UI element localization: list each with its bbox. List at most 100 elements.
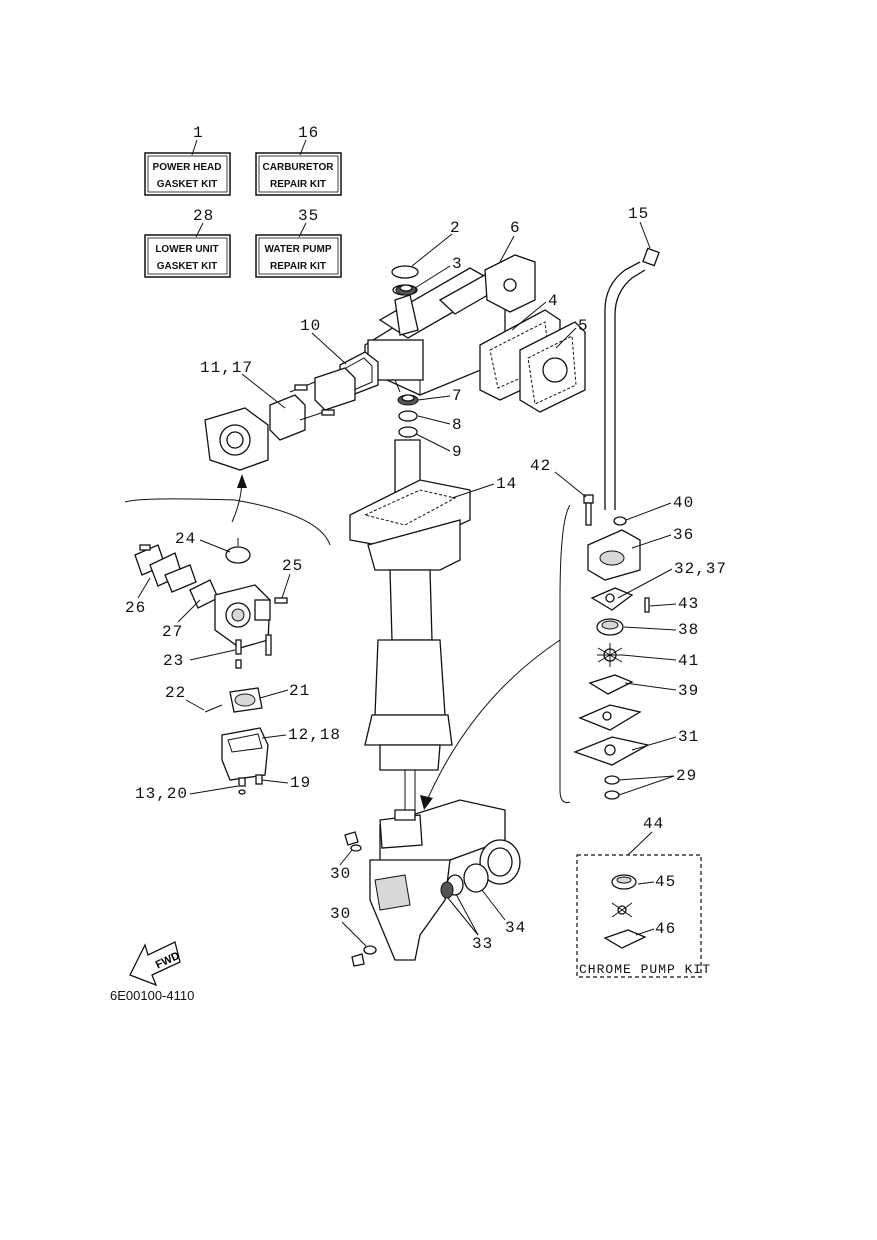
jets-23	[235, 634, 272, 669]
screw-25	[274, 597, 288, 604]
svg-text:11,17: 11,17	[200, 359, 253, 377]
svg-text:35: 35	[298, 207, 319, 225]
propeller-housing-34	[479, 839, 521, 885]
bolt-42	[583, 494, 594, 526]
seals-29	[604, 775, 620, 800]
svg-text:15: 15	[628, 205, 649, 223]
cover-5	[519, 321, 586, 413]
svg-text:36: 36	[673, 526, 694, 544]
svg-text:POWER HEAD: POWER HEAD	[153, 162, 222, 173]
svg-text:42: 42	[530, 457, 551, 475]
svg-text:46: 46	[655, 920, 676, 938]
kit-box-power-head-gasket: 1 POWER HEAD GASKET KIT	[144, 124, 231, 196]
svg-text:2: 2	[450, 219, 461, 237]
chrome-pump-kit-box: 44 45 46 CHROME PUMP KIT	[576, 815, 711, 978]
driveshaft-housing	[349, 439, 471, 815]
carburetor-body	[214, 584, 271, 649]
svg-text:21: 21	[289, 682, 310, 700]
impeller-41	[597, 643, 623, 667]
gasket-plate	[578, 704, 642, 731]
svg-text:19: 19	[290, 774, 311, 792]
lower-unit-housing	[369, 799, 506, 961]
screw-19	[255, 774, 263, 785]
svg-text:REPAIR KIT: REPAIR KIT	[270, 261, 326, 272]
svg-text:39: 39	[678, 682, 699, 700]
kit-box-water-pump-repair: 35 WATER PUMP REPAIR KIT	[255, 207, 342, 278]
gasket-31	[573, 736, 650, 766]
fwd-arrow-icon: FWD	[129, 941, 182, 987]
svg-text:45: 45	[655, 873, 676, 891]
svg-text:7: 7	[452, 387, 463, 405]
cover-6	[484, 254, 536, 313]
gasket-27	[164, 564, 219, 609]
svg-text:26: 26	[125, 599, 146, 617]
seal-3	[395, 284, 417, 296]
float-bowl-12-18	[221, 727, 269, 781]
pump-housing-36	[587, 529, 641, 581]
pin-43	[644, 597, 650, 613]
screw-30-top	[344, 831, 362, 852]
svg-text:44: 44	[643, 815, 664, 833]
svg-text:34: 34	[505, 919, 526, 937]
svg-text:28: 28	[193, 207, 214, 225]
svg-text:5: 5	[578, 317, 589, 335]
water-tube-15	[604, 247, 660, 510]
svg-text:LOWER UNIT: LOWER UNIT	[155, 244, 218, 255]
washer-8	[398, 410, 418, 422]
svg-text:CARBURETOR: CARBURETOR	[263, 162, 335, 173]
svg-text:41: 41	[678, 652, 699, 670]
oring-2	[391, 265, 419, 279]
svg-text:12,18: 12,18	[288, 726, 341, 744]
gasket-32-37	[590, 587, 634, 611]
kit-box-carburetor-repair: 16 CARBURETOR REPAIR KIT	[255, 124, 342, 196]
plate-39	[588, 674, 634, 695]
svg-text:14: 14	[496, 475, 517, 493]
svg-text:8: 8	[452, 416, 463, 434]
seal-7	[397, 394, 419, 406]
svg-text:27: 27	[162, 623, 183, 641]
kit-box-lower-unit-gasket: 28 LOWER UNIT GASKET KIT	[144, 207, 231, 278]
document-code: 6E00100-4110	[110, 988, 195, 1003]
svg-text:40: 40	[673, 494, 694, 512]
svg-text:13,20: 13,20	[135, 785, 188, 803]
svg-text:10: 10	[300, 317, 321, 335]
oring-9	[398, 426, 418, 438]
callout-labels: 2 3 6 4 5 10 11,17 7 8 9 14 15 42 40 36 …	[125, 205, 727, 953]
svg-text:16: 16	[298, 124, 319, 142]
svg-text:3: 3	[452, 255, 463, 273]
oring-34	[463, 863, 489, 893]
svg-text:1: 1	[193, 124, 204, 142]
grommet-40	[613, 516, 627, 526]
water-pump-bracket	[559, 504, 571, 803]
plug-13-20	[238, 777, 246, 795]
svg-text:31: 31	[678, 728, 699, 746]
carburetor-bracket	[124, 498, 331, 546]
gasket-26	[134, 544, 183, 587]
svg-text:GASKET KIT: GASKET KIT	[157, 261, 218, 272]
float-21	[229, 687, 263, 713]
svg-text:29: 29	[676, 767, 697, 785]
pin-22	[204, 704, 223, 713]
seals-33	[440, 874, 464, 899]
svg-text:REPAIR KIT: REPAIR KIT	[270, 179, 326, 190]
svg-text:32,37: 32,37	[674, 560, 727, 578]
svg-text:38: 38	[678, 621, 699, 639]
svg-text:25: 25	[282, 557, 303, 575]
pointer-arrow-pump	[420, 639, 561, 810]
svg-text:9: 9	[452, 443, 463, 461]
svg-text:43: 43	[678, 595, 699, 613]
thermostat-cover-11-17	[204, 367, 356, 471]
insert-38	[596, 618, 624, 636]
pointer-arrow-carburetor	[231, 474, 247, 523]
svg-text:30: 30	[330, 865, 351, 883]
svg-text:4: 4	[548, 292, 559, 310]
svg-text:GASKET KIT: GASKET KIT	[157, 179, 218, 190]
svg-text:WATER PUMP: WATER PUMP	[264, 244, 331, 255]
svg-text:33: 33	[472, 935, 493, 953]
svg-text:CHROME PUMP KIT: CHROME PUMP KIT	[579, 962, 711, 977]
svg-text:22: 22	[165, 684, 186, 702]
svg-text:24: 24	[175, 530, 196, 548]
float-chamber-24	[225, 538, 251, 564]
svg-text:6: 6	[510, 219, 521, 237]
